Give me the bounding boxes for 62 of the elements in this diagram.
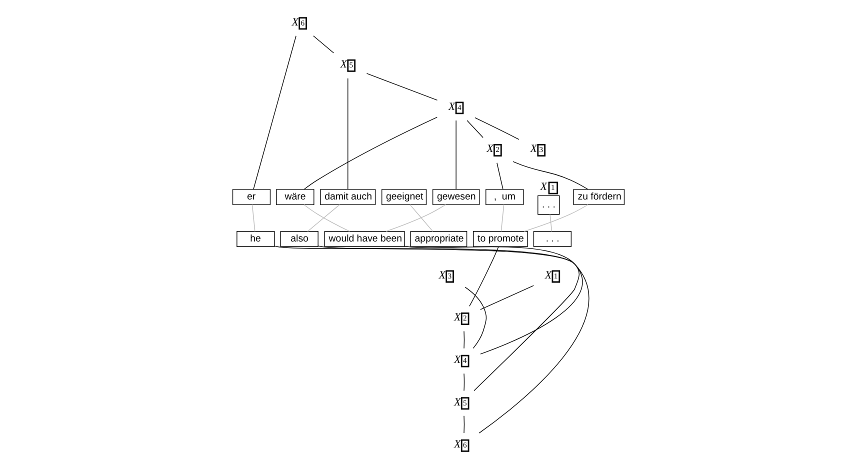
node-box: 6	[298, 17, 306, 30]
node-box: er	[232, 189, 270, 206]
connector	[317, 246, 579, 392]
node-box: 3	[445, 270, 454, 283]
node-box: 4	[454, 102, 464, 114]
node-box: to promote	[472, 231, 528, 247]
connector	[512, 161, 588, 190]
connector	[409, 204, 433, 232]
connector	[303, 116, 437, 190]
node-box: he	[236, 231, 274, 247]
node-label: X	[453, 396, 460, 408]
node-box: 3	[536, 144, 546, 156]
node-label: X	[453, 438, 460, 451]
node-box: wäre	[276, 189, 314, 206]
node-box: zu fördern	[572, 189, 624, 206]
node-label: X	[453, 312, 460, 324]
connector	[252, 36, 296, 190]
connector	[468, 246, 498, 307]
node-box: also	[280, 231, 318, 247]
connector	[347, 78, 348, 190]
node-box: damit auch	[320, 189, 376, 206]
node-box: 6	[460, 439, 469, 452]
connector	[385, 204, 446, 232]
node-box: 5	[460, 397, 469, 410]
connector	[464, 286, 486, 349]
connector	[474, 117, 519, 140]
node-box: would have been	[324, 231, 404, 247]
connector	[496, 162, 503, 190]
connector	[466, 120, 483, 138]
node-box: geeignet	[381, 189, 426, 206]
node-box: , um	[485, 189, 524, 206]
node-box: 2	[493, 144, 502, 156]
connector	[251, 204, 255, 232]
node-label: X	[530, 143, 537, 156]
connector	[306, 204, 340, 232]
node-label: X	[453, 354, 460, 366]
connector	[549, 214, 552, 232]
node-box: . . .	[532, 231, 572, 247]
connector	[274, 246, 589, 434]
connector	[480, 285, 534, 310]
node-label: X	[544, 269, 552, 282]
node-label: X	[291, 16, 298, 28]
connector	[312, 36, 334, 54]
connector	[523, 204, 588, 232]
connector	[455, 120, 456, 190]
connector	[463, 330, 464, 349]
connector	[404, 246, 582, 354]
node-box: 4	[460, 354, 469, 368]
node-label: X	[486, 143, 493, 156]
node-label: X	[438, 269, 446, 282]
connector	[500, 204, 504, 232]
node-box: gewesen	[432, 189, 480, 206]
connector	[463, 416, 464, 434]
connector	[366, 73, 438, 100]
node-box: 2	[460, 312, 469, 325]
node-box: appropriate	[410, 231, 467, 247]
node-label: X	[448, 100, 455, 113]
node-box: 1	[551, 270, 560, 283]
connector	[463, 373, 464, 392]
connector	[303, 204, 350, 232]
node-box: 5	[346, 59, 356, 72]
node-label: X	[340, 58, 347, 71]
